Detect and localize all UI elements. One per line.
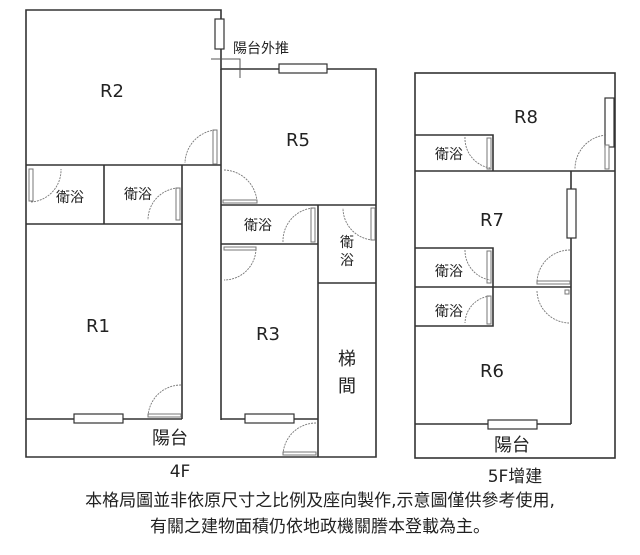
disclaimer-line-2: 有關之建物面積仍依地政機關謄本登載為主。 bbox=[150, 517, 490, 537]
door-bath-r8[interactable] bbox=[464, 136, 492, 170]
room-label-r8: R8 bbox=[514, 107, 538, 128]
bathroom-label-1: 衛浴 bbox=[56, 190, 84, 206]
window-r5 bbox=[278, 63, 328, 74]
door-r8[interactable] bbox=[574, 134, 610, 170]
door-corridor[interactable] bbox=[282, 422, 317, 456]
bathroom-label-3: 衛浴 bbox=[244, 218, 272, 234]
room-label-r7: R7 bbox=[480, 210, 504, 231]
door-bath-r7-upper[interactable] bbox=[464, 249, 492, 284]
bathroom-label-vertical-bottom: 浴 bbox=[340, 253, 354, 269]
wall-4f-outer-left bbox=[25, 9, 377, 458]
wall-bath-r7 bbox=[415, 247, 494, 327]
door-r1[interactable] bbox=[147, 384, 182, 418]
door-r3[interactable] bbox=[223, 246, 257, 281]
wall-5f-outer bbox=[414, 72, 616, 459]
balcony-label-5f: 陽台 bbox=[494, 435, 530, 456]
window-r1 bbox=[73, 413, 124, 424]
window-r8 bbox=[604, 97, 615, 148]
window-r2 bbox=[214, 18, 225, 50]
bathroom-label-5f-3: 衛浴 bbox=[435, 304, 463, 320]
door-bath-r7-lower[interactable] bbox=[464, 295, 492, 325]
room-label-r6: R6 bbox=[480, 361, 504, 382]
window-r7 bbox=[566, 188, 577, 239]
door-r2[interactable] bbox=[184, 129, 218, 165]
balcony-extension-label: 陽台外推 bbox=[233, 41, 289, 57]
room-label-r5: R5 bbox=[286, 130, 310, 151]
room-label-r2: R2 bbox=[100, 81, 124, 102]
bathroom-label-2: 衛浴 bbox=[124, 187, 152, 203]
balcony-extension-marker bbox=[211, 58, 241, 78]
disclaimer-line-1: 本格局圖並非依原尺寸之比例及座向製作,示意圖僅供參考使用, bbox=[85, 491, 555, 511]
window-r3 bbox=[244, 413, 295, 424]
floor-5f-plan: R8 R7 R6 衛浴 衛浴 衛浴 陽台 bbox=[414, 72, 616, 459]
floor-4f-plan: R2 R5 R1 R3 衛浴 衛浴 衛浴 衛 浴 梯 間 陽台 陽台外推 bbox=[25, 9, 377, 458]
room-label-r3: R3 bbox=[256, 324, 280, 345]
door-bath-stair[interactable] bbox=[342, 207, 376, 241]
door-r6[interactable] bbox=[536, 289, 570, 324]
bathroom-label-5f-2: 衛浴 bbox=[435, 264, 463, 280]
floor-label-4f: 4F bbox=[169, 462, 191, 482]
wall-bath-r8 bbox=[415, 134, 494, 171]
room-label-r1: R1 bbox=[86, 316, 110, 337]
door-bath-left[interactable] bbox=[28, 168, 62, 203]
balcony-label-4f: 陽台 bbox=[152, 428, 188, 449]
bathroom-label-5f-1: 衛浴 bbox=[435, 147, 463, 163]
stairwell-label-bottom: 間 bbox=[338, 376, 356, 397]
floor-label-5f: 5F增建 bbox=[487, 467, 543, 487]
door-r5[interactable] bbox=[222, 169, 258, 204]
window-r6 bbox=[487, 419, 538, 430]
door-r7[interactable] bbox=[536, 249, 571, 285]
stairwell-label-top: 梯 bbox=[338, 349, 356, 370]
door-bath-r5[interactable] bbox=[282, 207, 316, 243]
door-bath-middle[interactable] bbox=[147, 187, 181, 221]
bathroom-label-vertical-top: 衛 bbox=[340, 235, 354, 251]
